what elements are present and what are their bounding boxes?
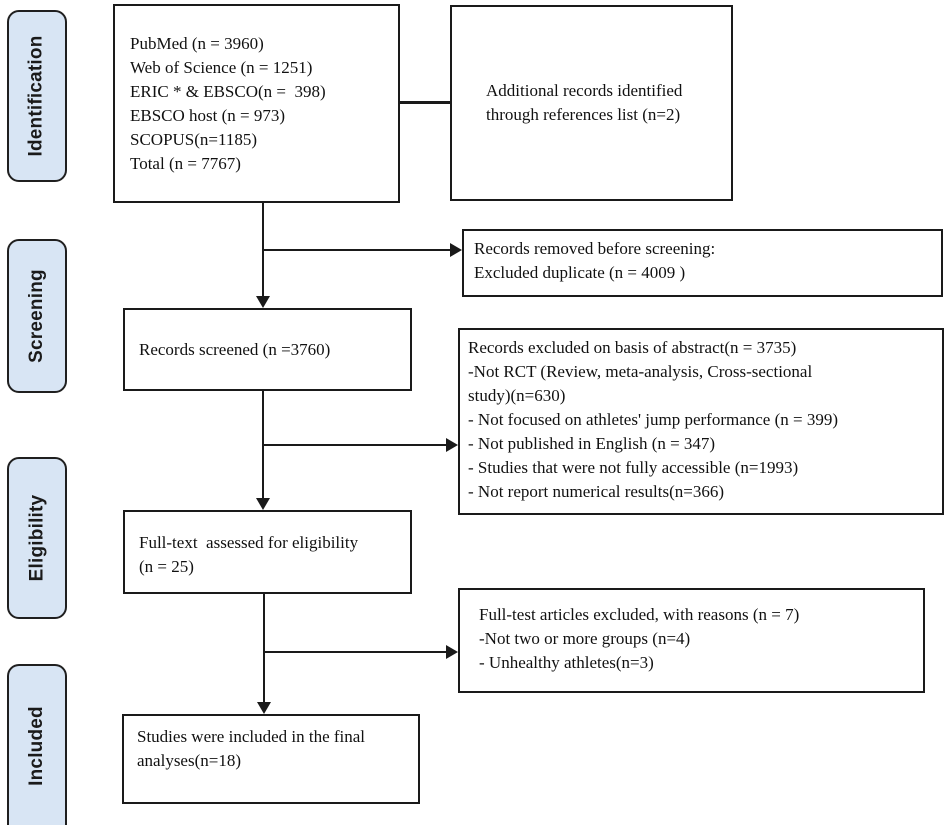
stage-screening: Screening bbox=[7, 239, 67, 393]
box-identification-sources-text: PubMed (n = 3960) Web of Science (n = 12… bbox=[130, 33, 326, 173]
box-additional-records: Additional records identified through re… bbox=[450, 5, 733, 201]
box-records-screened-text: Records screened (n =3760) bbox=[139, 339, 331, 359]
arrowhead-to-fulltext-assessed bbox=[256, 498, 270, 510]
box-records-excluded-abstract: Records excluded on basis of abstract(n … bbox=[458, 328, 944, 515]
box-records-removed: Records removed before screening: Exclud… bbox=[462, 229, 943, 297]
box-fulltext-excluded-text: Full-test articles excluded, with reason… bbox=[479, 605, 800, 672]
arrowhead-to-included-studies bbox=[257, 702, 271, 714]
box-fulltext-assessed: Full-text assessed for eligibility (n = … bbox=[123, 510, 412, 594]
connector-branch-records-removed bbox=[263, 249, 450, 251]
box-additional-records-text: Additional records identified through re… bbox=[486, 81, 683, 124]
box-fulltext-excluded: Full-test articles excluded, with reason… bbox=[458, 588, 925, 693]
box-identification-sources: PubMed (n = 3960) Web of Science (n = 12… bbox=[113, 4, 400, 203]
stage-eligibility: Eligibility bbox=[7, 457, 67, 619]
arrowhead-to-records-excluded bbox=[446, 438, 458, 452]
arrowhead-to-fulltext-excluded bbox=[446, 645, 458, 659]
box-records-screened: Records screened (n =3760) bbox=[123, 308, 412, 391]
box-records-removed-text: Records removed before screening: Exclud… bbox=[474, 239, 716, 282]
box-included-studies: Studies were included in the final analy… bbox=[122, 714, 420, 804]
connector-identification-to-additional bbox=[399, 101, 451, 104]
connector-eligibility-down-line bbox=[263, 594, 265, 702]
stage-included: Included bbox=[7, 664, 67, 825]
stage-eligibility-label: Eligibility bbox=[26, 494, 47, 582]
box-included-studies-text: Studies were included in the final analy… bbox=[137, 727, 366, 770]
arrowhead-to-records-screened bbox=[256, 296, 270, 308]
connector-branch-fulltext-excluded bbox=[264, 651, 446, 653]
connector-branch-records-excluded bbox=[263, 444, 446, 446]
box-records-excluded-abstract-text: Records excluded on basis of abstract(n … bbox=[468, 338, 839, 501]
box-fulltext-assessed-text: Full-text assessed for eligibility (n = … bbox=[139, 533, 359, 576]
stage-included-label: Included bbox=[26, 705, 47, 786]
arrowhead-to-records-removed bbox=[450, 243, 462, 257]
stage-identification: Identification bbox=[7, 10, 67, 182]
stage-identification-label: Identification bbox=[26, 35, 47, 157]
stage-screening-label: Screening bbox=[26, 269, 48, 363]
